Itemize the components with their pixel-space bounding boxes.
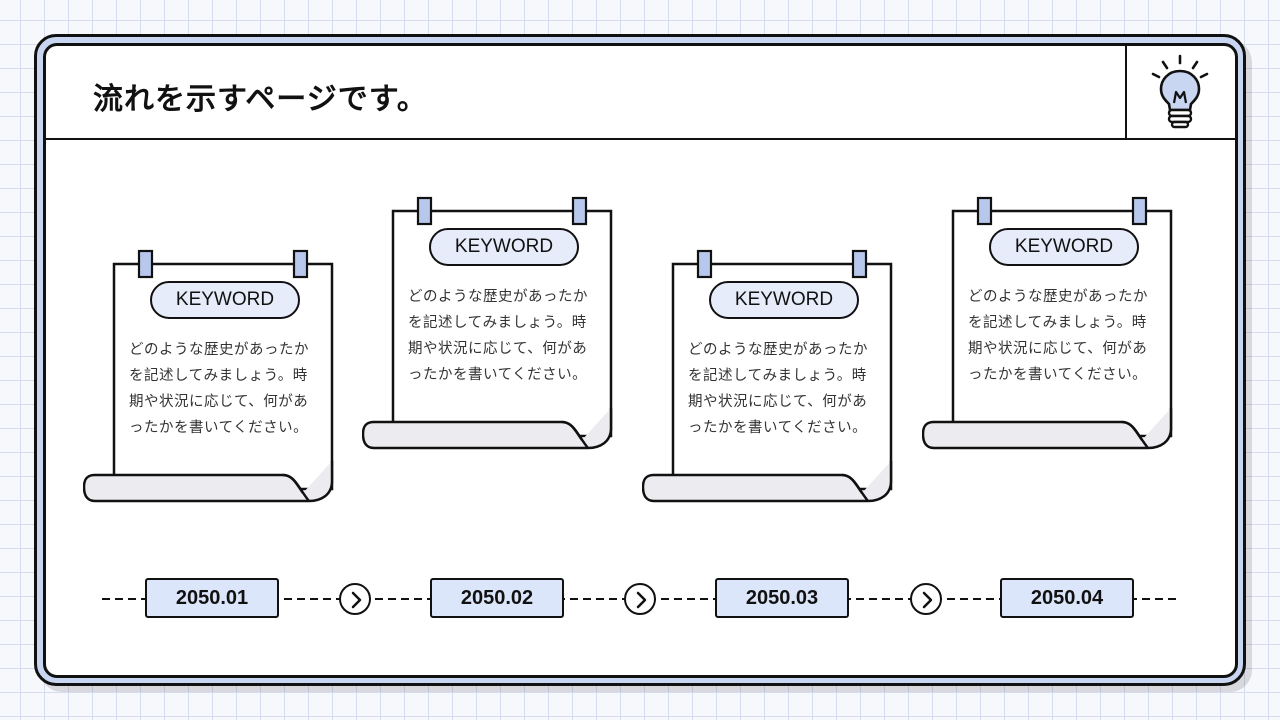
badge-highlight: [442, 225, 464, 230]
chevron-right-icon[interactable]: [910, 583, 942, 615]
description-line: を記述してみましょう。時: [968, 315, 1147, 331]
scroll-card-2: KEYWORD どのような歴史があったかを記述してみましょう。時期や状況に応じて、…: [362, 196, 614, 450]
chevron-right-icon[interactable]: [339, 583, 371, 615]
scroll-card-1: KEYWORD どのような歴史があったかを記述してみましょう。時期や状況に応じて、…: [83, 249, 335, 503]
keyword-badge: KEYWORD: [989, 228, 1139, 266]
timeline-date-4: 2050.04: [1000, 578, 1134, 618]
header-bar: 流れを示すページです。: [46, 46, 1235, 140]
scroll-card-3: KEYWORD どのような歴史があったかを記述してみましょう。時期や状況に応じて、…: [642, 249, 894, 503]
timeline-date-1: 2050.01: [145, 578, 279, 618]
card-description: どのような歴史があったかを記述してみましょう。時期や状況に応じて、何があったかを…: [129, 337, 319, 441]
keyword-badge: KEYWORD: [709, 281, 859, 319]
description-line: を記述してみましょう。時: [129, 368, 308, 384]
description-line: 期や状況に応じて、何があ: [129, 394, 309, 410]
keyword-badge: KEYWORD: [429, 228, 579, 266]
icon-cell: [1125, 46, 1235, 138]
page-title: 流れを示すページです。: [93, 82, 428, 117]
chevron-right-icon[interactable]: [624, 583, 656, 615]
keyword-badge: KEYWORD: [150, 281, 300, 319]
badge-highlight: [1002, 225, 1024, 230]
lightbulb-icon: [1151, 54, 1209, 129]
description-line: を記述してみましょう。時: [408, 315, 587, 331]
description-line: 期や状況に応じて、何があ: [688, 394, 868, 410]
description-line: どのような歴史があったか: [968, 289, 1148, 305]
description-line: ったかを書いてください。: [408, 367, 588, 383]
card-description: どのような歴史があったかを記述してみましょう。時期や状況に応じて、何があったかを…: [688, 337, 878, 441]
badge-highlight: [163, 278, 185, 283]
description-line: ったかを書いてください。: [688, 420, 868, 436]
description-line: どのような歴史があったか: [129, 342, 309, 358]
description-line: 期や状況に応じて、何があ: [968, 341, 1148, 357]
card-description: どのような歴史があったかを記述してみましょう。時期や状況に応じて、何があったかを…: [408, 284, 598, 388]
card-description: どのような歴史があったかを記述してみましょう。時期や状況に応じて、何があったかを…: [968, 284, 1158, 388]
description-line: を記述してみましょう。時: [688, 368, 867, 384]
timeline-date-2: 2050.02: [430, 578, 564, 618]
timeline-date-3: 2050.03: [715, 578, 849, 618]
description-line: ったかを書いてください。: [968, 367, 1148, 383]
description-line: ったかを書いてください。: [129, 420, 309, 436]
description-line: どのような歴史があったか: [688, 342, 868, 358]
description-line: どのような歴史があったか: [408, 289, 588, 305]
scroll-card-4: KEYWORD どのような歴史があったかを記述してみましょう。時期や状況に応じて、…: [922, 196, 1174, 450]
description-line: 期や状況に応じて、何があ: [408, 341, 588, 357]
badge-highlight: [722, 278, 744, 283]
